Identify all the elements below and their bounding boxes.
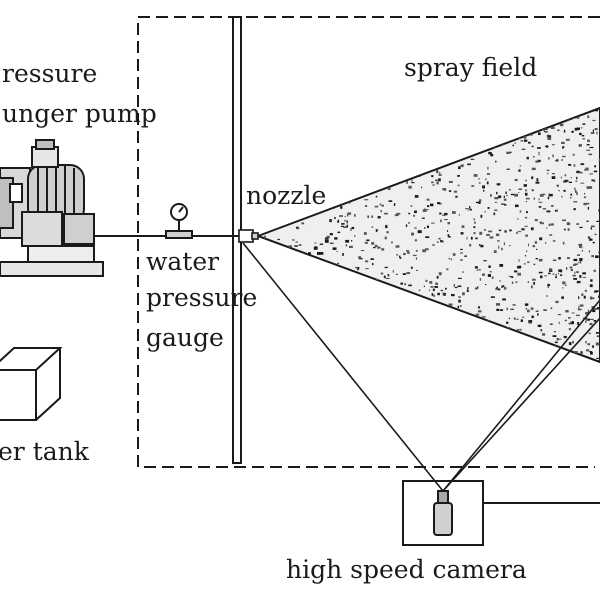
tank-label: er tank [0,437,90,466]
spray-field-label: spray field [404,53,537,82]
pump-label-line1: ressure [2,59,97,88]
water-tank [0,347,63,421]
nozzle-label: nozzle [246,181,326,210]
nozzle [238,229,259,243]
high-speed-camera [433,490,453,536]
pump-label-line2: unger pump [2,99,157,128]
plunger-pump [0,139,104,277]
camera-view-lines [242,242,600,492]
gauge-label-line3: gauge [146,323,224,352]
dashed-enclosure [137,16,600,468]
gauge-label-line2: pressure [146,283,257,312]
pressure-gauge [165,203,193,239]
gauge-label-line1: water [146,247,219,276]
camera-label: high speed camera [286,555,527,584]
